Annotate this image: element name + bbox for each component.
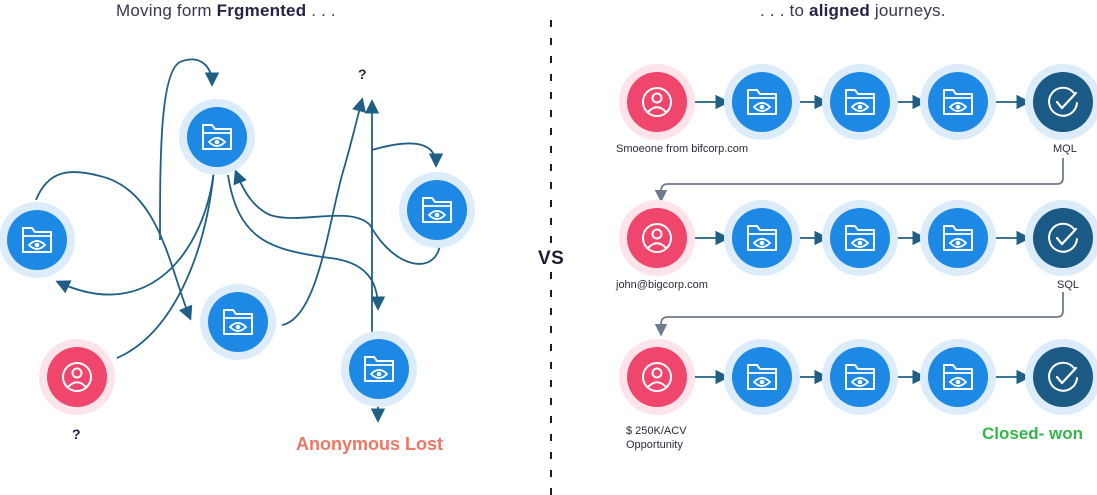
row3-person-node [618, 338, 696, 416]
row1-check-node [1023, 62, 1097, 142]
arrow-person-up [116, 169, 215, 359]
row1-end-label: MQL [1053, 143, 1077, 155]
fragmented-node-middle [199, 283, 277, 361]
arrow-to-left-node [55, 169, 215, 296]
row2-folder-node-3 [919, 199, 997, 277]
arrow-left-sweep [35, 171, 193, 321]
row1-folder-node-2 [821, 63, 899, 141]
left-header: Moving form Frgmented . . . [116, 1, 336, 21]
left-header-bold: Frgmented [216, 1, 307, 20]
aligned-row-1 [618, 62, 1097, 142]
row3-check-node [1023, 337, 1097, 417]
row2-folder-node-1 [723, 199, 801, 277]
arrow-mid-to-question [281, 97, 366, 326]
row2-check-node [1023, 198, 1097, 278]
arrow-right-back [233, 169, 441, 265]
right-header-bold: aligned [809, 1, 870, 20]
row1-caption: Smoeone from bifcorp.com [616, 143, 749, 155]
question-mark-top: ? [358, 66, 367, 82]
question-mark-bottom: ? [72, 426, 81, 442]
row3-folder-node-2 [821, 338, 899, 416]
row2-end-label: SQL [1057, 279, 1080, 291]
aligned-row-2 [618, 198, 1097, 278]
connector-row2-row3 [654, 292, 1064, 337]
left-header-suffix: . . . [306, 1, 336, 20]
vs-label: VS [538, 246, 565, 272]
arrow-right-loop [371, 142, 444, 168]
row1-person-node [618, 63, 696, 141]
row3-caption-line1: $ 250K/ACV [626, 425, 687, 437]
row3-caption-line2: Opportunity [626, 439, 683, 451]
left-header-prefix: Moving form [116, 1, 217, 20]
row2-person-node [618, 199, 696, 277]
fragmented-node-right [398, 171, 476, 249]
aligned-row-3 [618, 337, 1097, 417]
right-header: . . . to aligned journeys. [760, 1, 946, 21]
row2-caption: john@bigcorp.com [616, 279, 708, 291]
fragmented-node-top [178, 98, 256, 176]
right-header-suffix: journeys. [869, 1, 946, 20]
anonymous-lost-label: Anonymous Lost [296, 434, 443, 454]
row3-folder-node-1 [723, 338, 801, 416]
fragmented-connections [35, 58, 444, 423]
closed-won-label: Closed- won [982, 424, 1084, 443]
arrow-top-loop [159, 58, 220, 241]
row3-folder-node-3 [919, 338, 997, 416]
fragmented-node-lost [340, 330, 418, 408]
fragmented-node-left [0, 201, 76, 279]
row1-folder-node-3 [919, 63, 997, 141]
row3-caption: $ 250K/ACV Opportunity [626, 424, 687, 452]
right-header-prefix: . . . to [760, 1, 810, 20]
row2-folder-node-2 [821, 199, 899, 277]
connector-row1-row2 [654, 158, 1064, 203]
fragmented-person-node [38, 338, 116, 416]
row1-folder-node-1 [723, 63, 801, 141]
